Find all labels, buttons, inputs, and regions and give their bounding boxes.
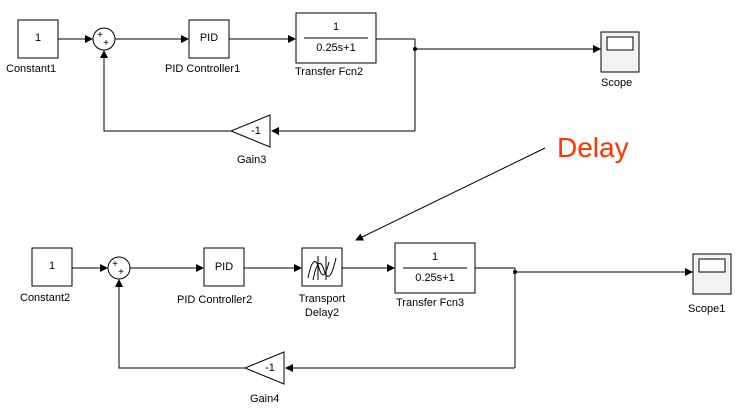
delay-label-line1: Transport <box>298 293 346 305</box>
diagram-2 <box>31 242 732 385</box>
delay-annotation: Delay <box>557 132 629 163</box>
branch-point <box>413 47 417 51</box>
gain-block-1[interactable] <box>229 114 271 148</box>
delay-label-line2: Delay2 <box>304 307 340 319</box>
gain-block-2[interactable] <box>243 351 285 385</box>
delay-wave-icon <box>307 256 337 281</box>
gain-label: Gain4 <box>250 393 280 405</box>
pid-text: PID <box>199 32 219 44</box>
constant-value: 1 <box>48 260 56 272</box>
pid-block-2[interactable] <box>203 247 245 287</box>
sum-sign-top: + <box>112 259 118 270</box>
scope-screen-icon <box>606 36 634 51</box>
scope-screen-icon <box>698 258 726 273</box>
sum-sign-bottom: + <box>103 38 109 49</box>
gain-value: -1 <box>251 125 261 137</box>
constant-block-1[interactable] <box>17 19 59 59</box>
pid-block-1[interactable] <box>188 19 230 59</box>
sum-sign-bottom: + <box>118 267 124 278</box>
feedback-line[interactable] <box>115 279 245 369</box>
constant-block-2[interactable] <box>31 247 73 287</box>
pid-label: PID Controller1 <box>165 63 241 75</box>
tf-numerator: 1 <box>431 251 439 263</box>
tf-numerator: 1 <box>332 21 340 33</box>
tf-label: Transfer Fcn3 <box>396 297 465 309</box>
gain-label: Gain3 <box>237 154 267 166</box>
tf-label: Transfer Fcn2 <box>295 66 364 78</box>
branch-point <box>513 270 517 274</box>
scope-label: Scope1 <box>688 303 726 315</box>
sum-sign-top: + <box>97 30 103 41</box>
constant-label: Constant2 <box>20 292 71 304</box>
diagram-1 <box>17 12 640 148</box>
tf-denominator: 0.25s+1 <box>415 272 455 284</box>
scope-label: Scope <box>601 77 633 89</box>
pid-text: PID <box>214 261 234 273</box>
pid-label: PID Controller2 <box>177 294 253 306</box>
annotation-arrow <box>355 147 546 241</box>
transport-delay-block[interactable] <box>301 247 343 287</box>
constant-value: 1 <box>34 32 42 44</box>
gain-value: -1 <box>265 362 275 374</box>
tf-denominator: 0.25s+1 <box>316 42 356 54</box>
feedback-line[interactable] <box>100 50 231 132</box>
constant-label: Constant1 <box>6 63 57 75</box>
